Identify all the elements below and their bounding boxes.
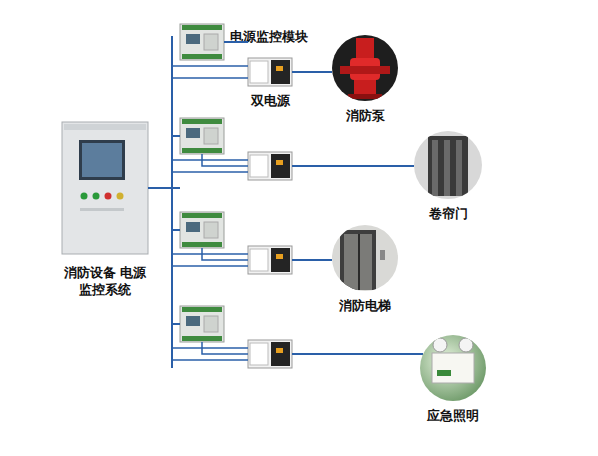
rolling-door-circle: 卷帘门 [414,131,482,199]
monitor-module [180,212,224,248]
monitor-module [180,24,224,60]
module-screen [186,222,200,232]
switch-part [250,155,268,177]
node-label: 消防泵 [346,107,385,124]
node-label: 应急照明 [427,407,479,424]
branch-wiring [172,24,423,368]
wire [172,359,248,361]
wire [202,248,248,260]
wire [172,347,248,349]
wire [172,323,180,325]
switch-part [250,249,268,271]
wire [292,165,414,167]
node-label: 消防设备 电源监控系统 [59,264,151,298]
pump-picture [330,33,400,103]
switch-part [271,60,290,84]
power-connector [292,71,332,73]
dual-power-box: 双电源 [248,58,292,86]
switch-indicator [276,254,283,259]
dual-power-switch [248,246,292,274]
module-panel [204,34,218,50]
wire [172,253,248,255]
terminal-strip [182,148,222,153]
wire [172,135,180,137]
switch-indicator [276,66,283,71]
node-label: 卷帘门 [429,205,468,222]
wire [172,265,248,267]
module-screen [186,34,200,44]
wire [172,77,248,79]
wire [202,342,248,354]
wire [172,171,248,173]
rolling-door-picture [412,129,484,201]
node-label: 电源监控模块 [230,28,308,45]
module-screen [186,128,200,138]
terminal-strip [182,242,222,247]
wire [172,159,248,161]
wire [172,65,248,67]
switch-indicator [276,160,283,165]
terminal-strip [182,213,222,218]
elevator-picture [330,223,400,293]
module-panel [204,316,218,332]
dual-power-switch [248,340,292,368]
fire-elevator-circle: 消防电梯 [332,225,398,291]
wire [202,154,248,166]
power-connector [148,187,180,189]
module-panel [204,222,218,238]
terminal-strip [182,25,222,30]
power-connector [224,41,248,43]
monitor-module-box: 电源监控模块 [180,24,224,60]
emergency-light-circle: 应急照明 [420,335,486,401]
switch-part [271,342,290,366]
switch-part [271,154,290,178]
dual-power-switch [248,152,292,180]
wire [172,229,180,231]
monitor-module [180,118,224,154]
terminal-strip [182,54,222,59]
wire [292,353,423,355]
terminal-strip [182,336,222,341]
monitor-cabinet: 消防设备 电源监控系统 [62,122,148,254]
switch-part [250,61,268,83]
monitor-module [180,306,224,342]
wire [292,259,332,261]
emergency-light-picture [418,333,488,403]
control-cabinet [62,122,148,254]
switch-indicator [276,348,283,353]
switch-part [250,343,268,365]
terminal-strip [182,307,222,312]
switch-part [271,248,290,272]
fire-pump-circle: 消防泵 [332,35,398,101]
terminal-strip [182,119,222,124]
node-label: 双电源 [251,92,290,109]
dual-power-switch [248,58,292,86]
module-panel [204,128,218,144]
node-label: 消防电梯 [339,297,391,314]
module-screen [186,316,200,326]
